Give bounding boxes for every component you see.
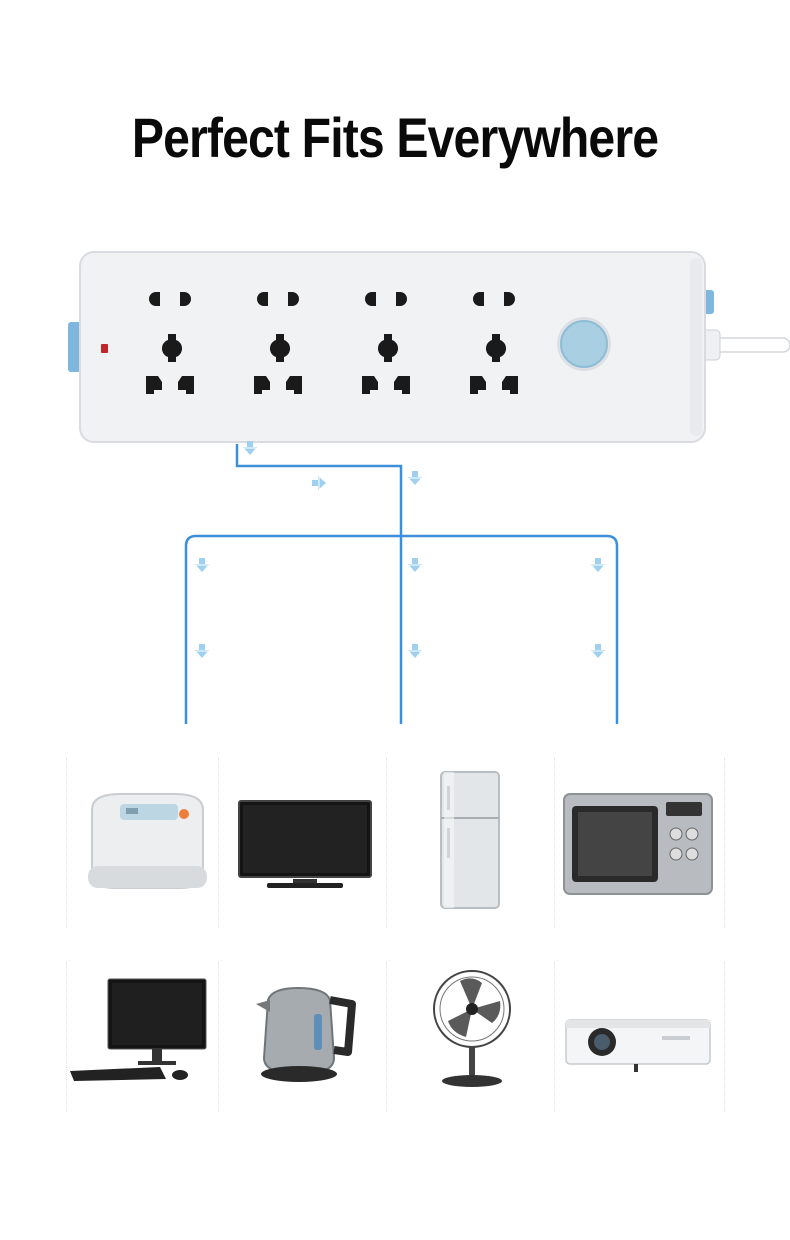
microwave-icon [563, 793, 713, 895]
power-switch [557, 317, 611, 371]
distribution-lines [184, 444, 619, 724]
refrigerator-icon [440, 771, 500, 909]
desk-fan-icon [433, 970, 511, 1087]
projector-icon [565, 1019, 711, 1072]
page-title: Perfect Fits Everywhere [131, 106, 659, 169]
indicator-light [101, 344, 108, 353]
desktop-computer-icon [70, 978, 207, 1081]
power-cord [697, 329, 790, 361]
television-icon [238, 800, 372, 888]
electric-kettle-icon [256, 986, 356, 1082]
rice-cooker-icon [88, 793, 207, 889]
